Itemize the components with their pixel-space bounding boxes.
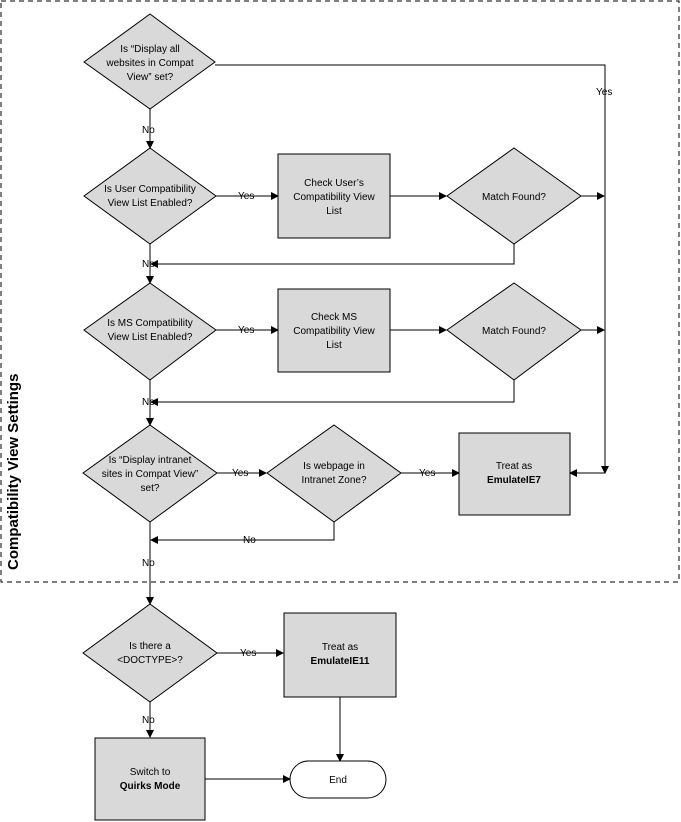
process-treat-ie11-line-1: Treat as (322, 642, 358, 653)
process-check-ms-list-line-1: Check MS (311, 312, 357, 323)
edge-display-all-yes (215, 64, 609, 474)
process-check-user-list-line-3: List (326, 206, 342, 217)
process-treat-ie7-line-2: EmulateIE7 (487, 475, 541, 486)
decision-intranet-zone: Is webpage in Intranet Zone? (266, 424, 402, 523)
process-quirks-mode: Switch to Quirks Mode (94, 737, 206, 821)
terminator-end: End (289, 760, 387, 799)
label-yes: Yes (240, 648, 256, 659)
decision-user-list-line-1: Is User Compatibility (104, 184, 196, 195)
process-check-ms-list-line-3: List (326, 340, 342, 351)
process-check-user-list: Check User’s Compatibility View List (277, 153, 391, 239)
process-check-user-list-line-1: Check User’s (304, 178, 364, 189)
decision-match-found-user: Match Found? (446, 147, 582, 245)
process-treat-ie11: Treat as EmulateIE11 (283, 612, 397, 698)
decision-user-list: Is User Compatibility View List Enabled? (83, 147, 217, 245)
process-treat-ie7-line-1: Treat as (496, 461, 532, 472)
decision-display-all-line-3: View” set? (127, 72, 174, 83)
decision-intranet-zone-line-2: Intranet Zone? (301, 475, 366, 486)
decision-match-found-ms: Match Found? (446, 282, 582, 381)
decision-intranet-sites: Is “Display intranet sites in Compat Vie… (82, 424, 218, 523)
decision-ms-list-line-2: View List Enabled? (108, 332, 193, 343)
terminator-end-label: End (329, 775, 347, 786)
decision-ms-list: Is MS Compatibility View List Enabled? (83, 282, 217, 381)
region-title: Compatibility View Settings (5, 374, 22, 570)
label-yes: Yes (596, 87, 612, 98)
decision-display-all: Is “Display all websites in Compat View”… (83, 13, 216, 110)
decision-match-found-user-label: Match Found? (482, 192, 546, 203)
decision-intranet-zone-line-1: Is webpage in (303, 461, 365, 472)
edge-match1-no (150, 244, 515, 268)
label-no: No (142, 558, 155, 569)
label-yes: Yes (238, 325, 254, 336)
decision-match-found-ms-label: Match Found? (482, 326, 546, 337)
edge-intranet-zone-no (150, 522, 335, 544)
decision-intranet-sites-line-3: set? (141, 483, 160, 494)
decision-display-all-line-1: Is “Display all (120, 44, 179, 55)
decision-intranet-sites-line-2: sites in Compat View” (102, 469, 199, 480)
label-no: No (243, 535, 256, 546)
decision-doctype-line-2: <DOCTYPE>? (117, 655, 183, 666)
decision-doctype-line-1: Is there a (129, 641, 171, 652)
label-yes: Yes (238, 191, 254, 202)
decision-display-all-line-2: websites in Compat (105, 58, 193, 69)
label-yes: Yes (232, 468, 248, 479)
decision-doctype: Is there a <DOCTYPE>? (82, 603, 218, 703)
process-check-ms-list: Check MS Compatibility View List (277, 288, 391, 373)
compat-view-region (0, 0, 680, 583)
label-yes: Yes (419, 468, 435, 479)
label-no: No (142, 397, 155, 408)
process-treat-ie11-line-2: EmulateIE11 (311, 656, 370, 667)
decision-user-list-line-2: View List Enabled? (108, 198, 193, 209)
label-no: No (142, 125, 155, 136)
label-no: No (142, 259, 155, 270)
decision-ms-list-line-1: Is MS Compatibility (107, 318, 193, 329)
label-no: No (142, 715, 155, 726)
process-quirks-mode-line-2: Quirks Mode (120, 781, 181, 792)
decision-intranet-sites-line-1: Is “Display intranet (109, 455, 192, 466)
process-quirks-mode-line-1: Switch to (130, 767, 171, 778)
process-treat-ie7: Treat as EmulateIE7 (458, 432, 571, 516)
edge-match2-no (150, 380, 515, 406)
process-check-ms-list-line-2: Compatibility View (293, 326, 375, 337)
process-check-user-list-line-2: Compatibility View (293, 192, 375, 203)
